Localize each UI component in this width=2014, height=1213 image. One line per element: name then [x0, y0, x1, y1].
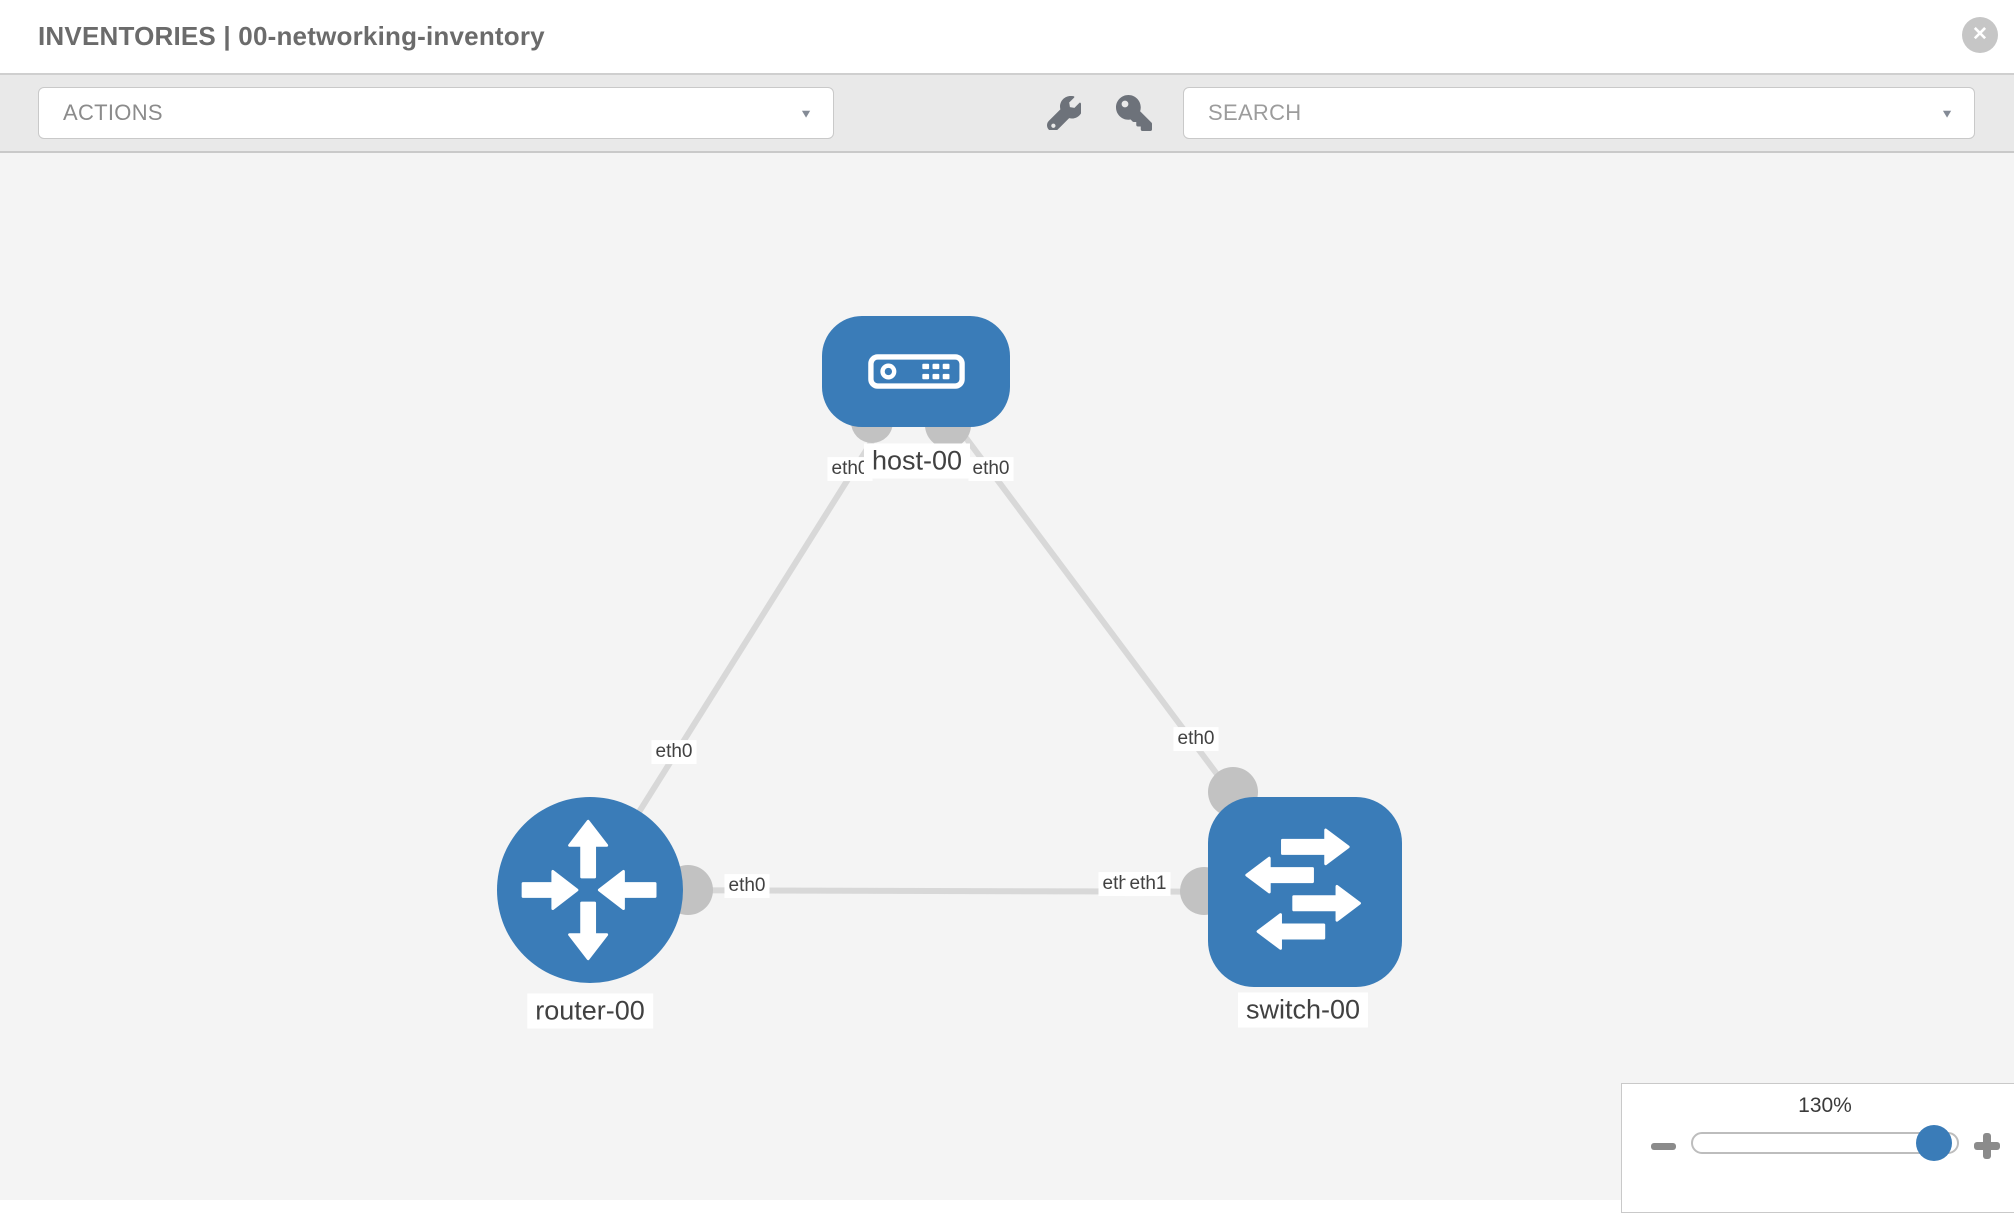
zoom-slider-thumb[interactable] [1916, 1125, 1952, 1161]
node-label-router: router-00 [527, 993, 653, 1029]
host-icon [867, 354, 965, 389]
zoom-out-icon[interactable] [1651, 1134, 1676, 1159]
actions-dropdown[interactable]: ACTIONS ▼ [38, 87, 834, 139]
switch-icon [1245, 828, 1361, 950]
node-label-host: host-00 [863, 443, 971, 479]
zoom-panel: 130% [1621, 1083, 2014, 1213]
topology-canvas[interactable]: eth0 eth0 eth0 eth0 eth0 eth0 eth1 host-… [0, 153, 2014, 1200]
actions-dropdown-label: ACTIONS [63, 100, 163, 125]
search-input[interactable] [1208, 100, 1941, 126]
zoom-level-value: 130% [1798, 1094, 1852, 1117]
router-icon [521, 819, 657, 961]
key-icon [1116, 95, 1152, 131]
configure-button[interactable] [1044, 93, 1084, 133]
node-router-00[interactable] [497, 797, 683, 983]
interface-label: eth0 [968, 457, 1014, 481]
zoom-in-icon[interactable] [1974, 1133, 2000, 1159]
node-label-switch: switch-00 [1237, 992, 1369, 1028]
interface-label: eth0 [1173, 727, 1219, 751]
interface-label: eth0 [724, 874, 770, 898]
interface-label: eth1 [1125, 872, 1171, 896]
chevron-down-icon: ▼ [1940, 106, 1954, 120]
credentials-button[interactable] [1114, 93, 1154, 133]
chevron-down-icon: ▼ [799, 106, 813, 120]
interface-label: eth0 [651, 740, 697, 764]
zoom-slider[interactable] [1691, 1125, 1959, 1161]
page-title: INVENTORIES | 00-networking-inventory [38, 21, 545, 51]
link-layer [587, 369, 1308, 915]
breadcrumb-header: INVENTORIES | 00-networking-inventory ✕ [0, 0, 2014, 75]
toolbar-icon-group [1044, 75, 1154, 151]
search-dropdown[interactable]: ▼ [1183, 87, 1975, 139]
wrench-icon [1047, 96, 1081, 130]
node-host-00[interactable] [822, 316, 1010, 427]
node-switch-00[interactable] [1208, 797, 1402, 987]
close-button[interactable]: ✕ [1962, 17, 1998, 53]
close-icon: ✕ [1972, 23, 1988, 45]
interface-label: eth0 [827, 457, 873, 481]
toolbar: ACTIONS ▼ ▼ [0, 75, 2014, 153]
